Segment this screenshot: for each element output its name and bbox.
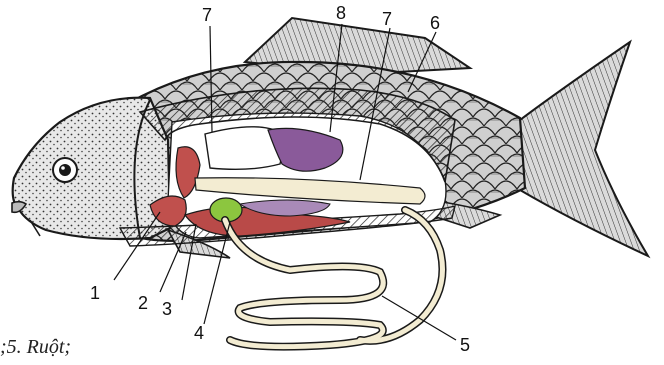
label-3: 3 (162, 300, 172, 318)
label-2: 2 (138, 294, 148, 312)
label-5: 5 (460, 336, 470, 354)
label-1: 1 (90, 284, 100, 302)
label-7-swim-bladder: 7 (202, 6, 212, 24)
label-8: 8 (336, 4, 346, 22)
label-7-second: 7 (382, 10, 392, 28)
tail-fin (520, 42, 648, 256)
label-6: 6 (430, 14, 440, 32)
label-4: 4 (194, 324, 204, 342)
figure-caption: ;5. Ruột; (0, 336, 71, 359)
